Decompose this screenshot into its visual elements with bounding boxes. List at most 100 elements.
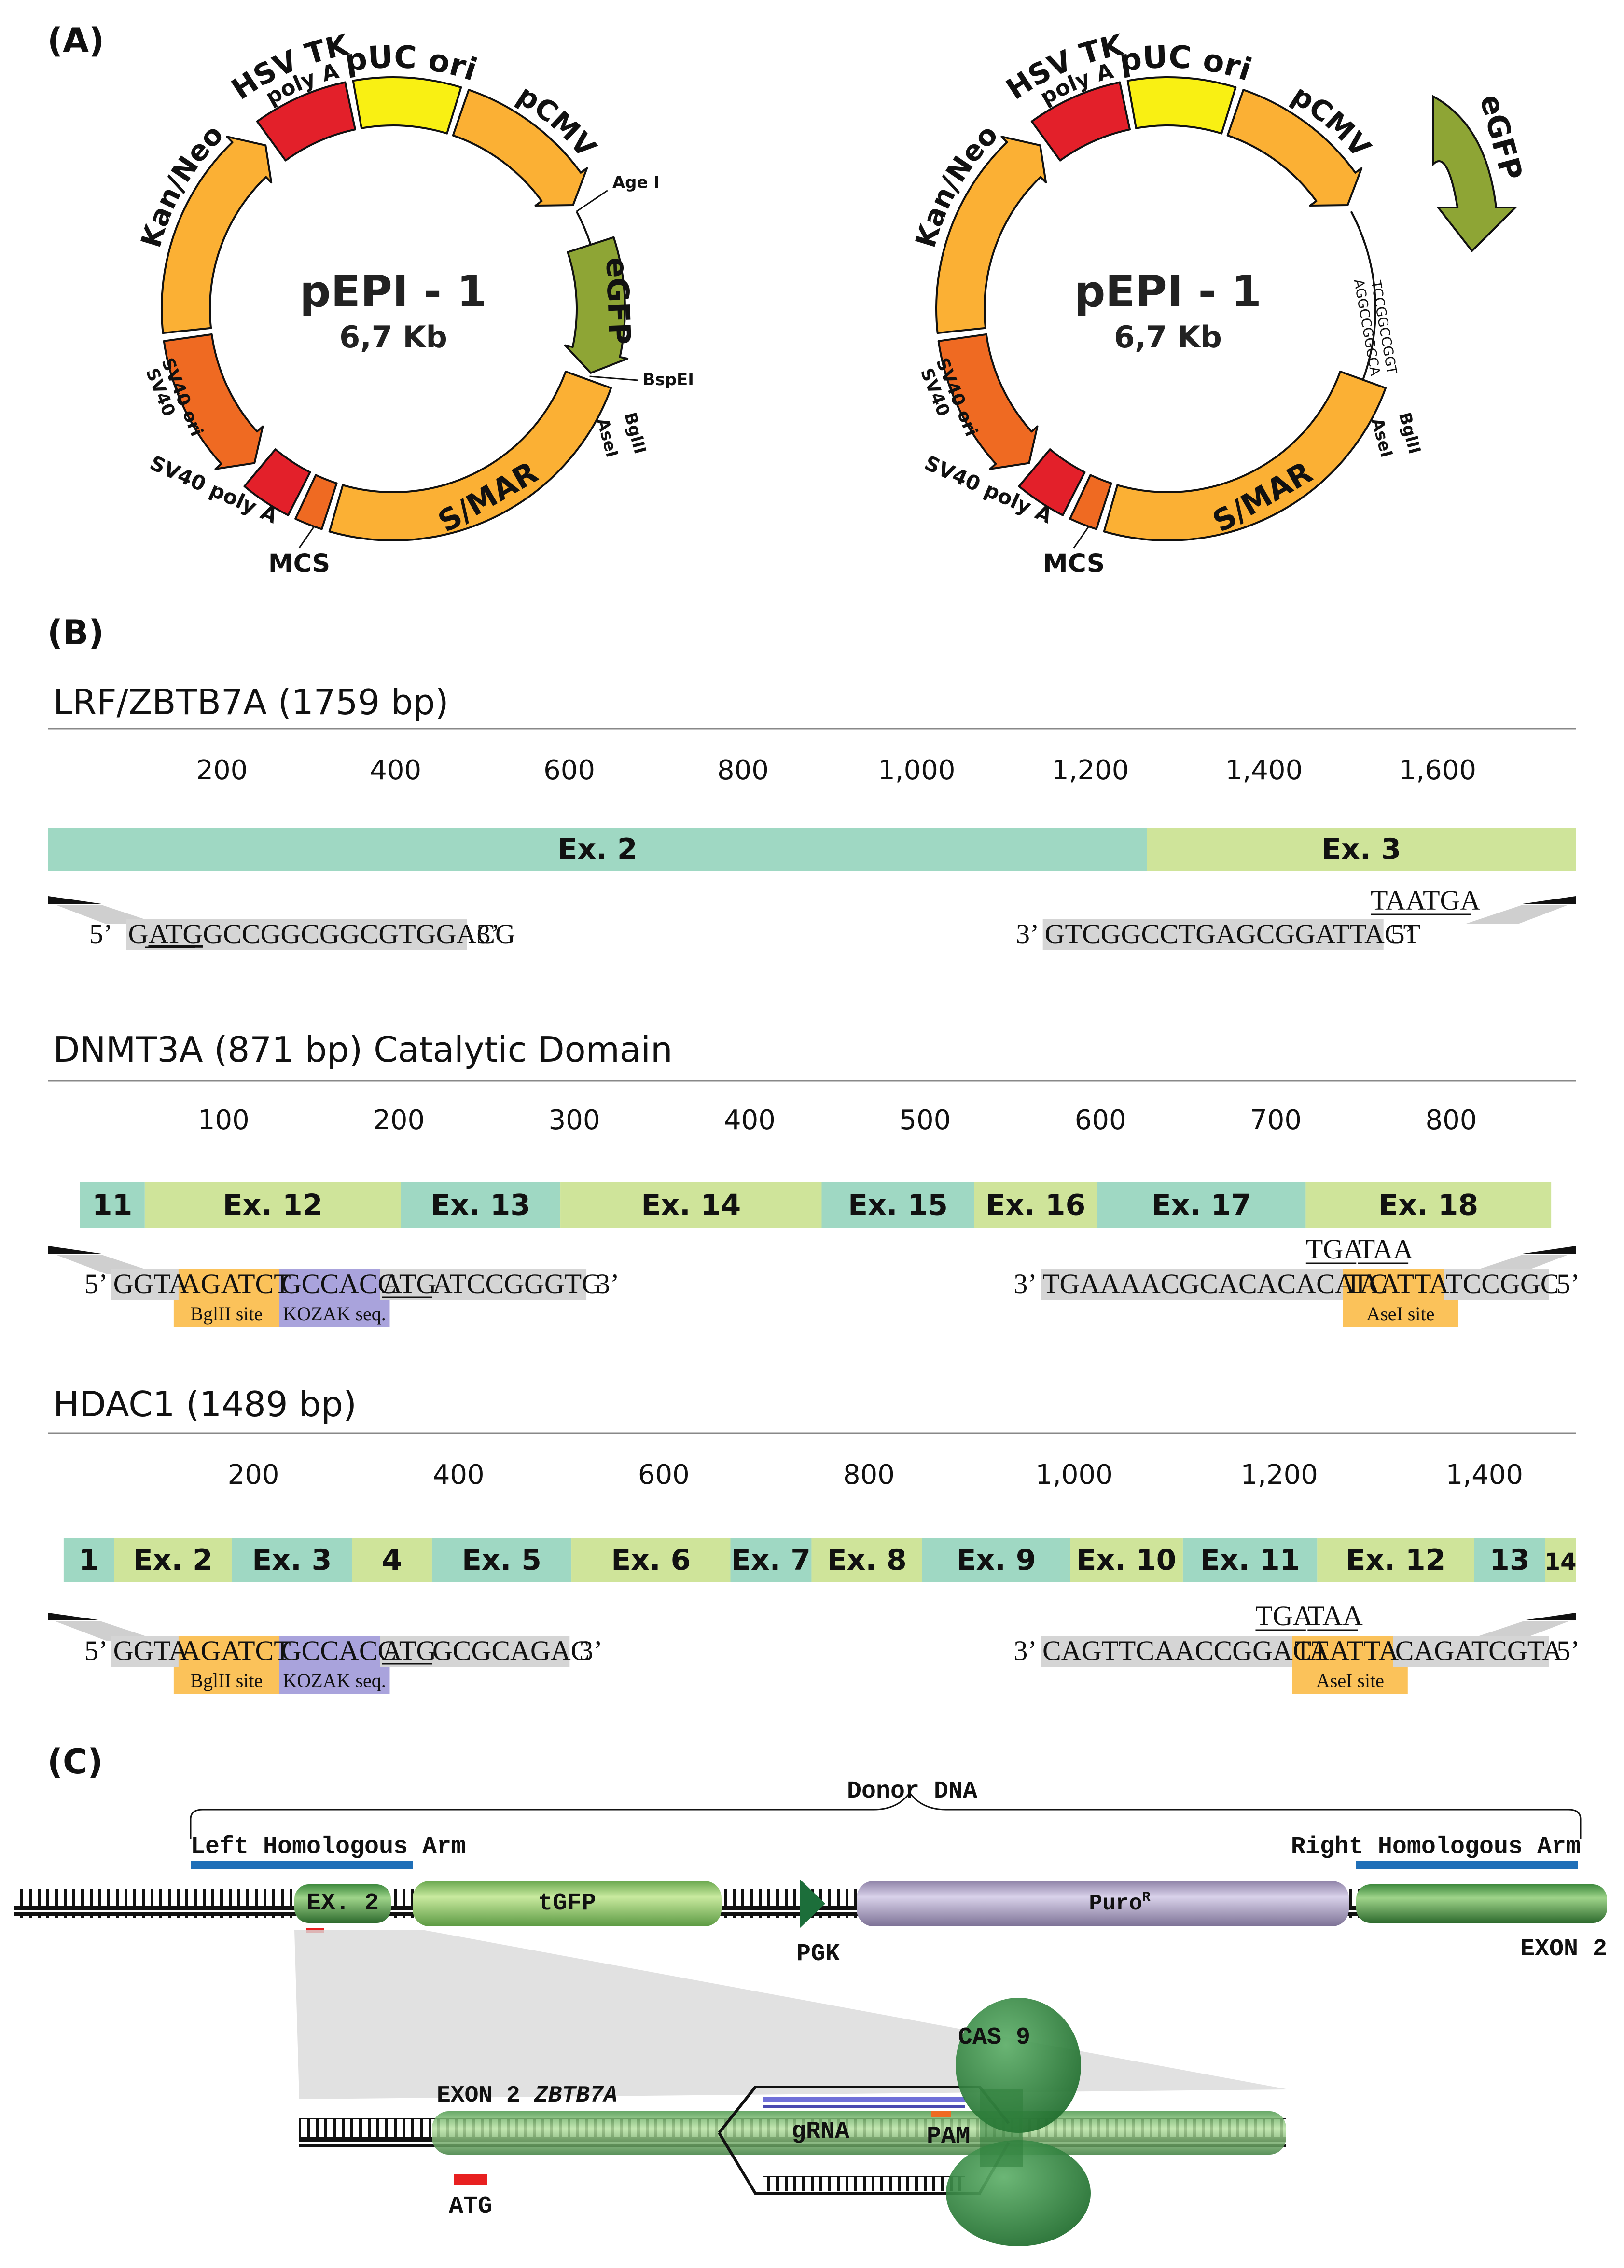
- exon-block: [821, 1182, 974, 1228]
- stop-codon-label: TAA: [1358, 1233, 1414, 1265]
- zbtb7a-label: ZBTB7A: [534, 2083, 618, 2109]
- zoom-cone: [294, 1930, 1289, 2099]
- puc-ori-segment: [352, 76, 462, 135]
- tick-label: 200: [196, 755, 248, 786]
- tick-label: 800: [717, 755, 769, 786]
- s-mar-segment: [328, 370, 612, 541]
- panel-c-label: (C): [47, 1742, 103, 1782]
- sv40-polya-segment: [243, 448, 311, 516]
- fwd-sequence: GATGGCCGGCGGCGTGGACG: [128, 918, 515, 950]
- exon-block: [1147, 828, 1576, 871]
- mcs-leader: [1073, 526, 1090, 549]
- exon-block: [922, 1538, 1070, 1582]
- asei-highlight: [1343, 1269, 1444, 1300]
- exon-block: [1305, 1182, 1552, 1228]
- stop-codon-label: TAATGA: [1371, 885, 1480, 916]
- exon-label: Ex. 11: [1200, 1543, 1300, 1577]
- bglii-site-box: [173, 1300, 279, 1327]
- hsv-tk-polya-segment: [1030, 81, 1131, 162]
- bglii-seq: AGATCT: [180, 1635, 291, 1666]
- exon-block: [352, 1538, 432, 1582]
- mcs-label: MCS: [1043, 550, 1105, 579]
- mcs-segment: [294, 474, 338, 530]
- bglii-highlight: [178, 1636, 279, 1667]
- plasmid-size: 6,7 Kb: [339, 319, 447, 355]
- fwd-5prime: 5’: [89, 918, 112, 950]
- tick-label: 1,000: [878, 755, 955, 786]
- fwd-primer-arrow: [48, 1246, 101, 1254]
- fwd-tail: ATCCGGGTG: [432, 1268, 602, 1300]
- rev-3prime: 3’: [1013, 1268, 1037, 1300]
- rev-primer-arrow: [1523, 1246, 1576, 1254]
- kan-neo-segment: [161, 136, 273, 334]
- grna-strand: [763, 2097, 965, 2102]
- kozak-label: KOZAK seq.: [283, 1303, 386, 1325]
- puro-block: [857, 1881, 1349, 1926]
- right-arm-bar: [1356, 1861, 1578, 1869]
- cas9-label: CAS 9: [958, 2024, 1030, 2051]
- exon-block: [232, 1538, 352, 1582]
- pam-marker: [931, 2111, 951, 2117]
- exon-block: [1070, 1538, 1183, 1582]
- atg-zoom-marker: [454, 2174, 487, 2185]
- tick-label: 1,400: [1446, 1459, 1523, 1491]
- bspe-i-leader: [589, 375, 638, 381]
- tick-label: 300: [549, 1105, 600, 1136]
- exon-label: Ex. 12: [223, 1189, 323, 1222]
- exon-label: Ex. 10: [1077, 1543, 1177, 1577]
- backbone-line: [575, 211, 592, 245]
- sv40-polya-segment: [1018, 448, 1086, 516]
- exon-label: Ex. 5: [462, 1543, 541, 1577]
- exon-label: 13: [1489, 1543, 1530, 1577]
- right-arm-label: Right Homologous Arm: [1291, 1833, 1581, 1861]
- tick-label: 500: [899, 1105, 951, 1136]
- rev-3prime: 3’: [1016, 918, 1039, 950]
- kan-neo-segment: [935, 136, 1047, 334]
- tick-label: 200: [373, 1105, 425, 1136]
- exon-label: Ex. 12: [1346, 1543, 1446, 1577]
- rev-primer-arrow: [1523, 896, 1576, 904]
- exon-label: Ex. 9: [956, 1543, 1036, 1577]
- grna-bases: [763, 2105, 965, 2108]
- exon-label: Ex. 3: [252, 1543, 332, 1577]
- rev-prefix: CAGTTCAACCGGACT: [1042, 1635, 1329, 1666]
- start-codon: ATG: [148, 918, 203, 950]
- asei-highlight: [1292, 1636, 1393, 1667]
- exon-block: [431, 1538, 572, 1582]
- tick-label: 1,600: [1399, 755, 1476, 786]
- exon-block: [1317, 1538, 1474, 1582]
- exon-block: [1097, 1182, 1306, 1228]
- kozak-seq: GCCACC: [281, 1268, 397, 1300]
- tick-label: 400: [370, 755, 421, 786]
- egfp-segment: [1432, 95, 1518, 253]
- rev-3prime: 3’: [1013, 1635, 1037, 1666]
- panel-a-label: (A): [47, 21, 104, 60]
- fwd-primer-arrow: [48, 896, 101, 904]
- tick-label: 200: [228, 1459, 279, 1491]
- kozak-box: [279, 1300, 390, 1327]
- bspe-i-label: BspEI: [643, 370, 694, 389]
- exon-label: Ex. 8: [827, 1543, 907, 1577]
- hsv-tk-polya-segment: [256, 81, 356, 162]
- fwd-5prime: 5’: [84, 1635, 108, 1666]
- bglii-site-box: [173, 1667, 279, 1694]
- kozak-box: [279, 1667, 390, 1694]
- exon-label: Ex. 6: [611, 1543, 691, 1577]
- rev-sequence: GTCGGCCTGAGCGGATTACT: [1045, 918, 1420, 950]
- plasmid-name: pEPI - 1: [1074, 266, 1262, 317]
- left-arm-label: Left Homologous Arm: [191, 1833, 466, 1861]
- left-arm-bar: [191, 1861, 413, 1869]
- exon-block: [730, 1538, 812, 1582]
- bglii-site-label: BglII site: [190, 1670, 263, 1691]
- sv40-segment: [937, 333, 1039, 470]
- tick-label: 1,400: [1225, 755, 1303, 786]
- atg-label: ATG: [449, 2193, 492, 2220]
- sv40-segment: [163, 333, 264, 470]
- exon-block: [80, 1182, 145, 1228]
